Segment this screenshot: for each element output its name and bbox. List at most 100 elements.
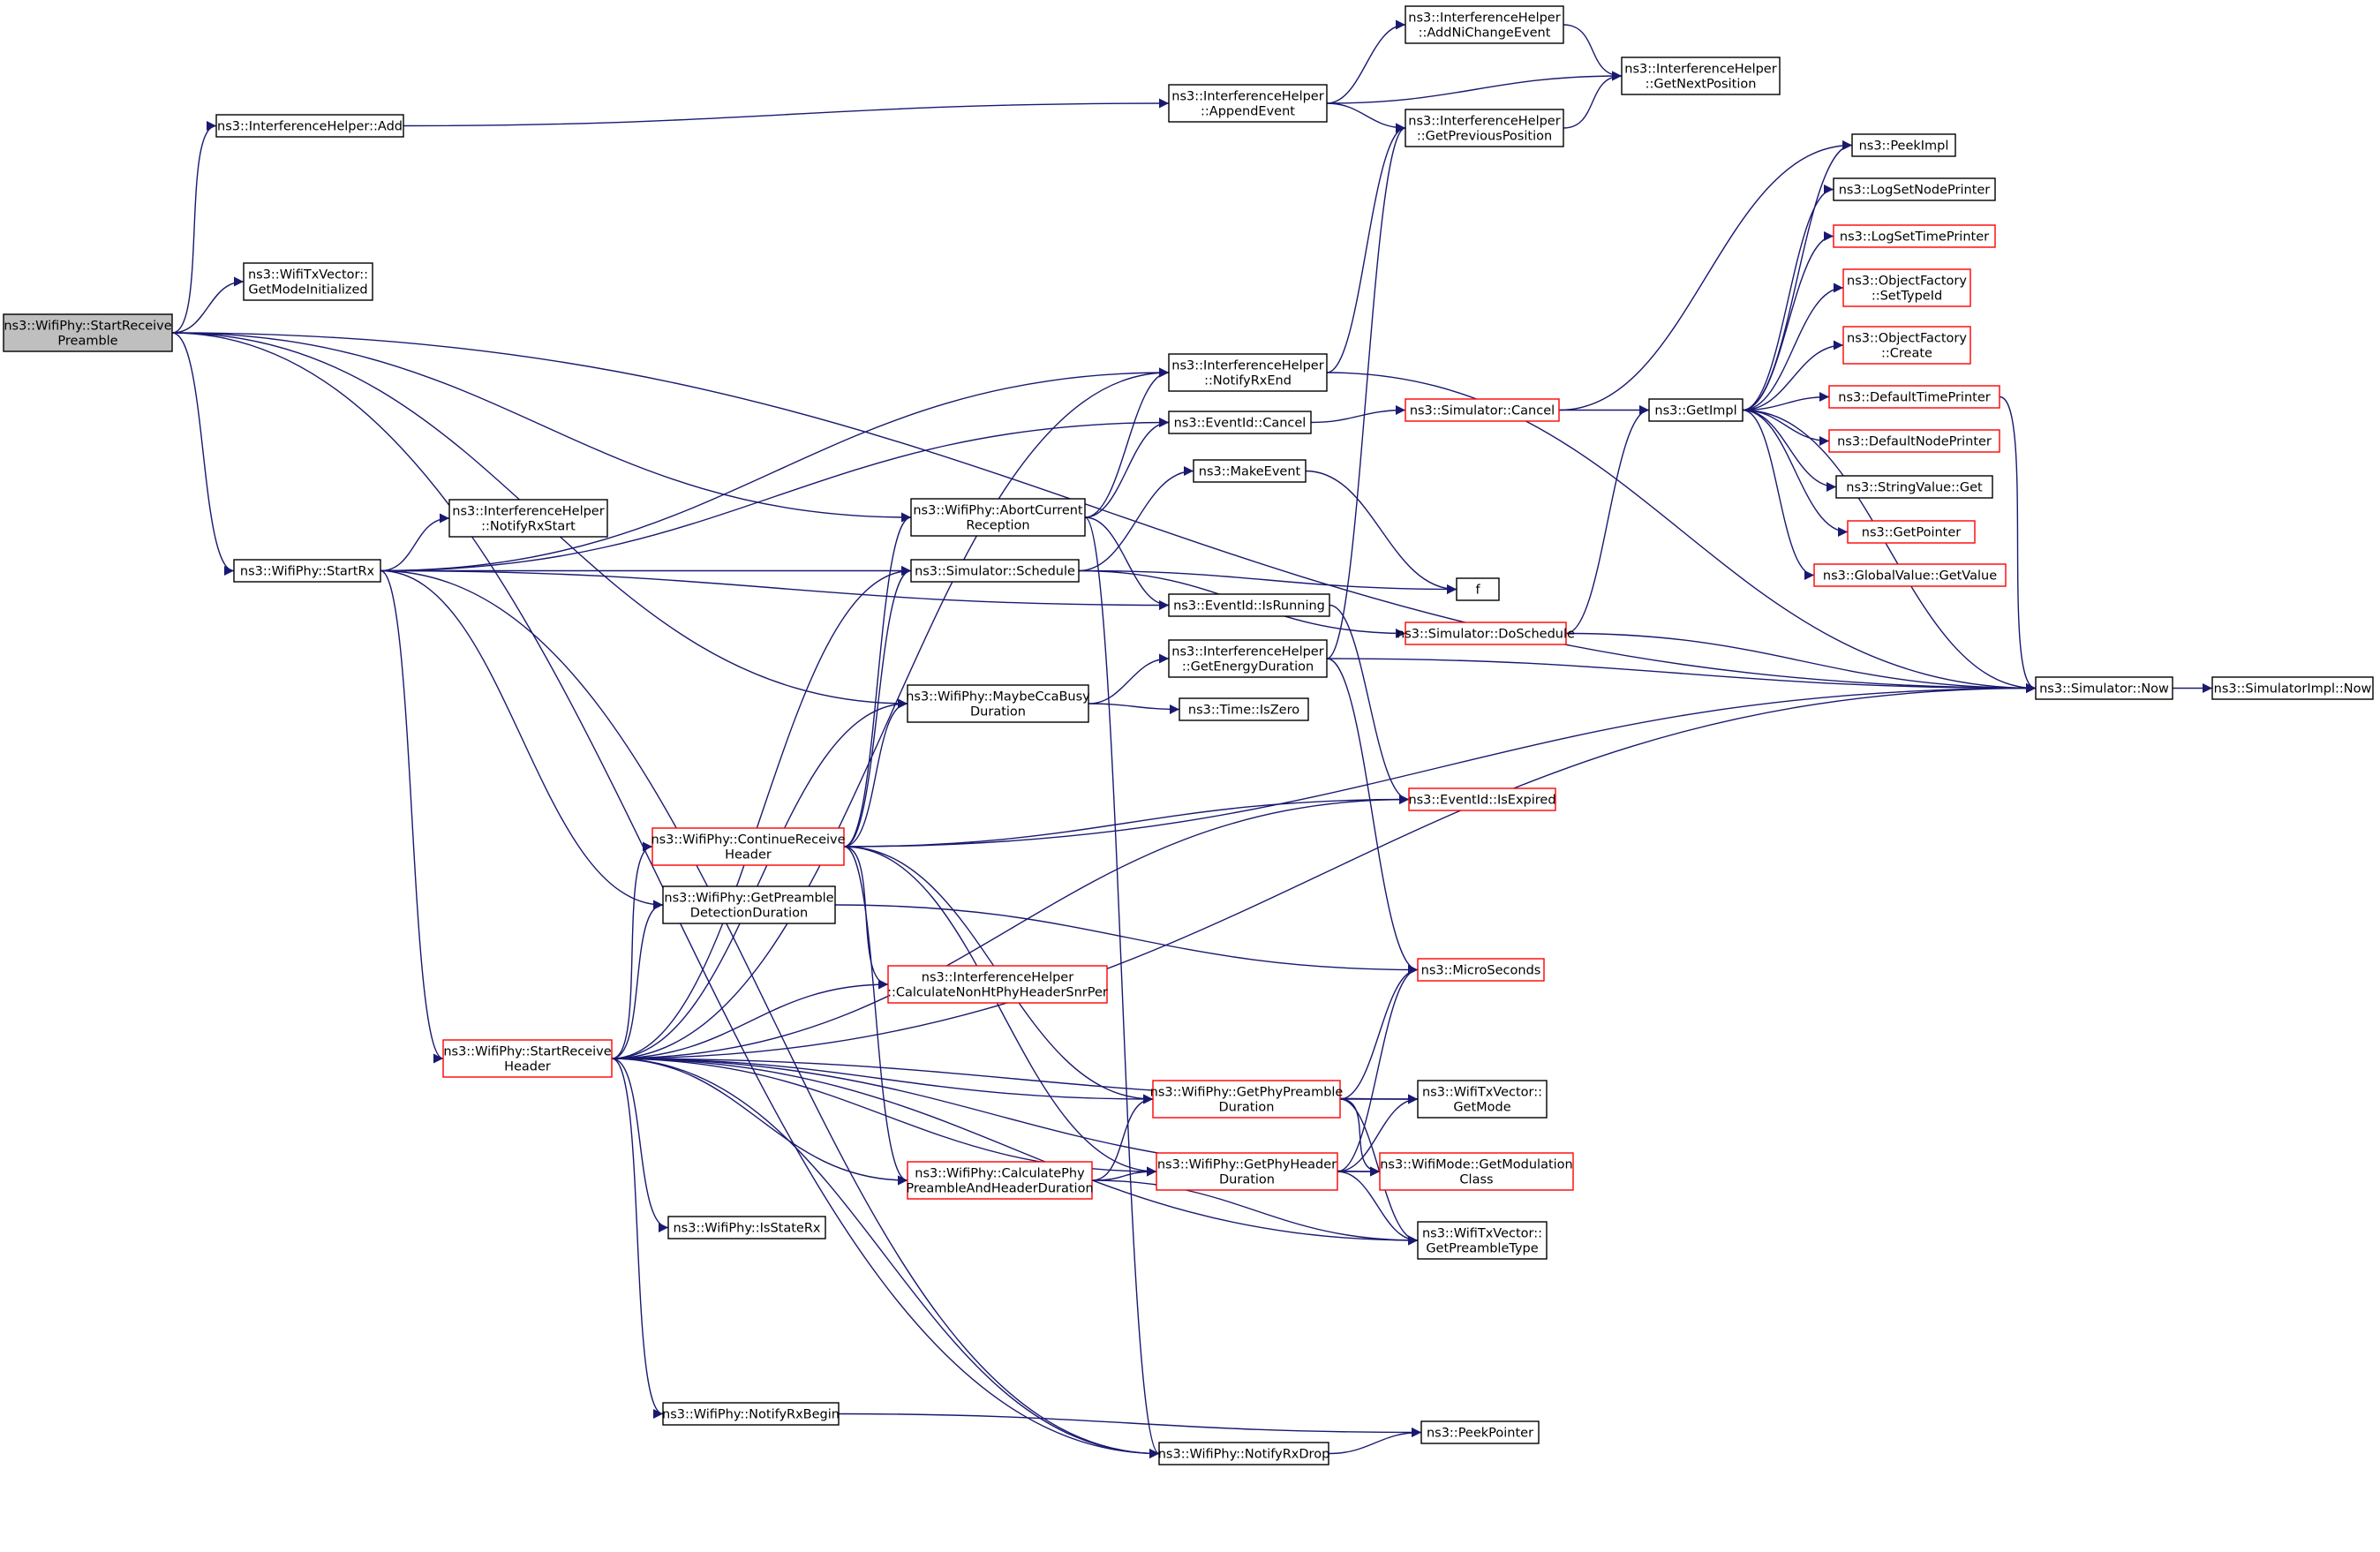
- edge-startRx-to-eventCancel: [380, 418, 1170, 572]
- node-addNiChange[interactable]: ns3::InterferenceHelper::AddNiChangeEven…: [1405, 5, 1564, 44]
- node-notifyRxStart[interactable]: ns3::InterferenceHelper::NotifyRxStart: [448, 499, 608, 538]
- node-peekPointer[interactable]: ns3::PeekPointer: [1420, 1420, 1540, 1444]
- node-txvGetPreambleType[interactable]: ns3::WifiTxVector::GetPreambleType: [1417, 1221, 1548, 1260]
- node-box: [662, 1402, 840, 1426]
- node-logSetTimePrinter[interactable]: ns3::LogSetTimePrinter: [1833, 224, 1996, 248]
- node-box: [1833, 177, 1996, 201]
- node-label: ns3::GetPointer: [1862, 526, 1962, 540]
- node-label: ns3::WifiPhy::StartReceive: [4, 320, 171, 334]
- node-appendEvent[interactable]: ns3::InterferenceHelper::AppendEvent: [1168, 84, 1328, 123]
- node-defaultNodePrinter[interactable]: ns3::DefaultNodePrinter: [1828, 429, 2000, 453]
- node-txvGetModeInit[interactable]: ns3::WifiTxVector::GetModeInitialized: [243, 262, 373, 301]
- node-getPrevPos[interactable]: ns3::InterferenceHelper::GetPreviousPosi…: [1405, 109, 1564, 147]
- edge-startReceiveHeader-to-maybeCcaBusy: [611, 698, 908, 1059]
- node-box: [1405, 622, 1567, 645]
- node-label: ns3::WifiPhy::GetPreamble: [664, 892, 833, 906]
- edge-addNiChange-to-getNextPos: [1563, 24, 1623, 81]
- node-makeEvent[interactable]: ns3::MakeEvent: [1193, 459, 1307, 483]
- node-getEnergyDuration[interactable]: ns3::InterferenceHelper::GetEnergyDurati…: [1168, 639, 1328, 678]
- node-eventIsExpired[interactable]: ns3::EventId::IsExpired: [1408, 787, 1556, 811]
- edge-startReceivePreamble-to-simNow: [171, 332, 2037, 693]
- node-label: ns3::SimulatorImpl::Now: [2214, 682, 2372, 697]
- node-notifyRxEnd[interactable]: ns3::InterferenceHelper::NotifyRxEnd: [1168, 353, 1328, 392]
- edge-getImpl-to-objFactCreate: [1742, 340, 1844, 411]
- node-label: PreambleAndHeaderDuration: [906, 1182, 1093, 1196]
- node-label: ns3::WifiPhy::GetPhyPreamble: [1150, 1086, 1344, 1100]
- edge-simCancel-to-peekImpl: [1558, 140, 1853, 411]
- node-ihAdd[interactable]: ns3::InterferenceHelper::Add: [215, 114, 404, 138]
- node-getNextPos[interactable]: ns3::InterferenceHelper::GetNextPosition: [1621, 57, 1781, 95]
- edge-simDoSchedule-to-simNow: [1565, 632, 2037, 693]
- edge-notifyRxDrop-to-peekPointer: [1328, 1428, 1422, 1455]
- node-simImplNow[interactable]: ns3::SimulatorImpl::Now: [2211, 676, 2374, 700]
- node-simSchedule[interactable]: ns3::Simulator::Schedule: [910, 559, 1080, 583]
- node-microSeconds[interactable]: ns3::MicroSeconds: [1417, 958, 1545, 982]
- node-label: ns3::Simulator::Cancel: [1410, 404, 1555, 418]
- node-eventIsRunning[interactable]: ns3::EventId::IsRunning: [1168, 593, 1330, 617]
- node-objFactCreate[interactable]: ns3::ObjectFactory::Create: [1842, 326, 1971, 365]
- node-getImpl[interactable]: ns3::GetImpl: [1648, 398, 1744, 422]
- node-objFactSetTypeId[interactable]: ns3::ObjectFactory::SetTypeId: [1842, 268, 1971, 307]
- node-getPreambleDetection[interactable]: ns3::WifiPhy::GetPreambleDetectionDurati…: [662, 885, 836, 924]
- edge-startReceiveHeader-to-eventIsExpired: [611, 795, 1410, 1059]
- node-label: ns3::MicroSeconds: [1421, 964, 1541, 978]
- edge-getImpl-to-defaultNodePrinter: [1742, 409, 1830, 446]
- node-globalValueGetValue[interactable]: ns3::GlobalValue::GetValue: [1813, 563, 2007, 587]
- node-f[interactable]: f: [1456, 577, 1500, 601]
- edge-startReceiveHeader-to-simNow: [611, 683, 2037, 1059]
- node-box: [1828, 429, 2000, 453]
- node-txvGetMode[interactable]: ns3::WifiTxVector::GetMode: [1417, 1080, 1548, 1119]
- node-peekImpl[interactable]: ns3::PeekImpl: [1851, 133, 1956, 157]
- node-simCancel[interactable]: ns3::Simulator::Cancel: [1405, 398, 1560, 422]
- edge-simSchedule-to-makeEvent: [1078, 466, 1194, 572]
- node-label: ns3::EventId::IsExpired: [1408, 794, 1555, 808]
- node-box: [1417, 1080, 1548, 1119]
- node-label: ns3::WifiPhy::StartReceive: [443, 1045, 611, 1059]
- node-label: ::NotifyRxEnd: [1204, 374, 1292, 388]
- node-defaultTimePrinter[interactable]: ns3::DefaultTimePrinter: [1828, 385, 2000, 409]
- node-logSetNodePrinter[interactable]: ns3::LogSetNodePrinter: [1833, 177, 1996, 201]
- node-calcPhyPreambleHeader[interactable]: ns3::WifiPhy::CalculatePhyPreambleAndHea…: [906, 1161, 1094, 1200]
- node-notifyRxDrop[interactable]: ns3::WifiPhy::NotifyRxDrop: [1158, 1442, 1330, 1465]
- edge-appendEvent-to-addNiChange: [1326, 19, 1406, 104]
- node-stringValueGet[interactable]: ns3::StringValue::Get: [1835, 475, 1993, 499]
- node-notifyRxBegin[interactable]: ns3::WifiPhy::NotifyRxBegin: [662, 1402, 840, 1426]
- node-isStateRx[interactable]: ns3::WifiPhy::IsStateRx: [667, 1216, 826, 1239]
- node-getPointer[interactable]: ns3::GetPointer: [1847, 520, 1976, 544]
- node-eventCancel[interactable]: ns3::EventId::Cancel: [1168, 411, 1312, 434]
- node-box: [1417, 958, 1545, 982]
- edge-maybeCcaBusy-to-getEnergyDuration: [1088, 653, 1170, 704]
- edge-calcPhyPreambleHeader-to-txvGetPreambleType: [1091, 1179, 1419, 1246]
- edge-eventIsRunning-to-eventIsExpired: [1329, 604, 1410, 804]
- node-box: [1168, 639, 1328, 678]
- edge-getPhyPreambleDuration-to-getModulationClass: [1339, 1098, 1381, 1177]
- edge-maybeCcaBusy-to-timeIsZero: [1088, 703, 1180, 714]
- node-label: GetModeInitialized: [248, 283, 367, 298]
- node-simNow[interactable]: ns3::Simulator::Now: [2035, 676, 2173, 700]
- node-label: ns3::GetImpl: [1654, 404, 1736, 418]
- edge-getPhyHeaderDuration-to-txvGetMode: [1337, 1094, 1419, 1172]
- node-box: [1833, 224, 1996, 248]
- edge-startReceiveHeader-to-txvGetPreambleType: [611, 1058, 1419, 1246]
- edge-getImpl-to-defaultTimePrinter: [1742, 392, 1830, 411]
- node-box: [3, 313, 173, 352]
- edge-eventCancel-to-simCancel: [1310, 405, 1406, 424]
- node-simDoSchedule[interactable]: ns3::Simulator::DoSchedule: [1397, 622, 1575, 645]
- node-calcNonHtSnrPer[interactable]: ns3::InterferenceHelper::CalculateNonHtP…: [887, 965, 1108, 1004]
- edge-getImpl-to-getPointer: [1742, 409, 1849, 537]
- node-timeIsZero[interactable]: ns3::Time::IsZero: [1179, 697, 1309, 721]
- node-label: ns3::StringValue::Get: [1846, 481, 1983, 495]
- node-startRx[interactable]: ns3::WifiPhy::StartRx: [233, 559, 381, 583]
- node-box: [215, 114, 404, 138]
- edge-getImpl-to-globalValueGetValue: [1742, 409, 1815, 580]
- edge-getEnergyDuration-to-simNow: [1326, 658, 2037, 693]
